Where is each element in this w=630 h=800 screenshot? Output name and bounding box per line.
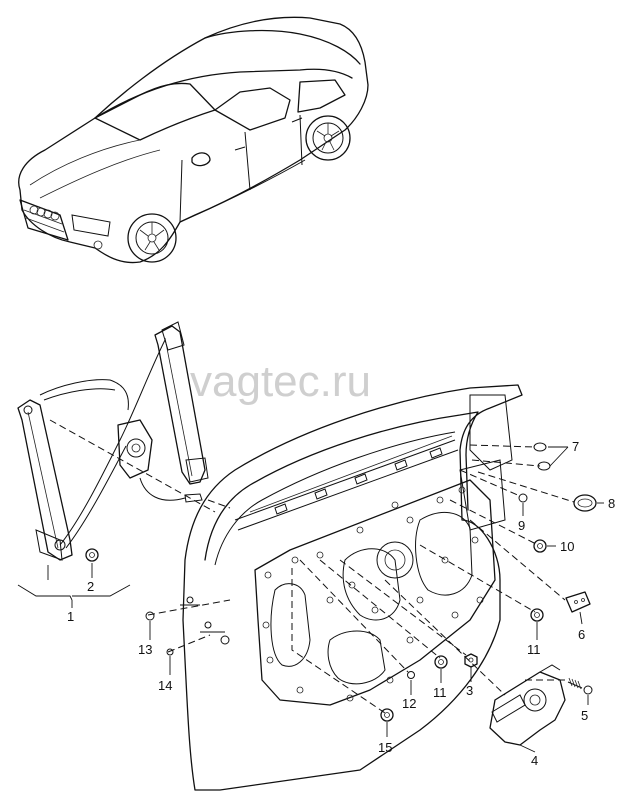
small-parts bbox=[85, 442, 597, 722]
callout-1: 1 bbox=[67, 609, 74, 624]
callout-7: 7 bbox=[572, 439, 579, 454]
callout-leaders bbox=[17, 446, 604, 753]
callout-11-lower: 11 bbox=[433, 685, 447, 700]
assembly-lines bbox=[49, 419, 575, 714]
callout-5: 5 bbox=[581, 708, 588, 723]
callout-9: 9 bbox=[518, 518, 525, 533]
callout-13: 13 bbox=[138, 642, 152, 657]
callout-12: 12 bbox=[402, 696, 416, 711]
door-panel bbox=[180, 384, 523, 791]
window-regulator bbox=[17, 321, 209, 561]
callout-8: 8 bbox=[608, 496, 615, 511]
callout-11-right: 11 bbox=[527, 642, 541, 657]
callout-10: 10 bbox=[560, 539, 574, 554]
callout-4: 4 bbox=[531, 753, 538, 768]
callout-3: 3 bbox=[466, 683, 473, 698]
callout-15: 15 bbox=[378, 740, 392, 755]
callout-6: 6 bbox=[578, 627, 585, 642]
car-illustration bbox=[18, 16, 369, 264]
callout-14: 14 bbox=[158, 678, 172, 693]
window-motor bbox=[489, 664, 593, 746]
callout-2: 2 bbox=[87, 579, 94, 594]
watermark: vagtec.ru bbox=[190, 357, 371, 406]
callout-numbers: 1 2 3 4 5 6 7 8 9 10 11 11 12 13 14 15 bbox=[67, 439, 615, 768]
